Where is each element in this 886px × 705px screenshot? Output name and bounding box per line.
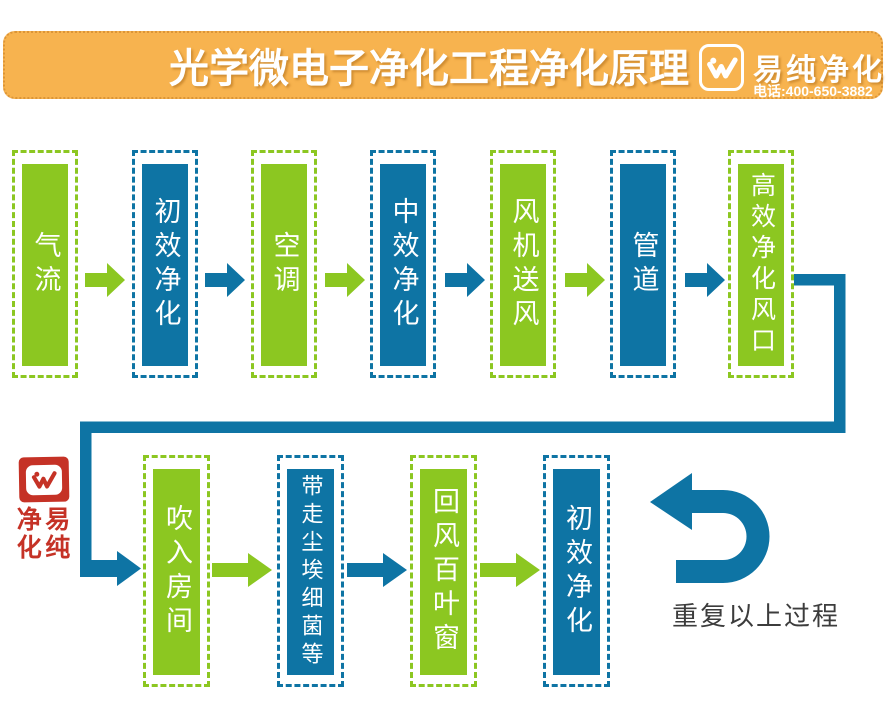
flow-arrow-icon (565, 263, 605, 297)
flow-step-fill: 初效净化 (142, 164, 188, 366)
flow-step-1-4: 中效净化 (370, 150, 436, 378)
flow-step-label: 管道 (628, 231, 659, 299)
flow-step-label: 高效净化风口 (747, 172, 776, 358)
flow-step-2-3: 回风百叶窗 (410, 455, 477, 687)
flow-step-fill: 管道 (620, 164, 666, 366)
flow-step-1-7: 高效净化风口 (728, 150, 794, 378)
seal-character: 化 (16, 533, 42, 562)
page-title: 光学微电子净化工程净化原理 (169, 47, 689, 91)
header-banner: 光学微电子净化工程净化原理 易纯净化 电话:400-650-3882 (3, 31, 883, 99)
company-seal: 净 易 化 纯 (15, 456, 72, 563)
connector-arrowhead-icon (117, 551, 141, 586)
flow-step-fill: 带走尘埃细菌等 (287, 469, 334, 675)
flow-arrow-icon (685, 263, 725, 297)
flow-step-label: 吹入房间 (162, 504, 192, 640)
flow-step-fill: 气流 (22, 164, 68, 366)
flow-step-1-6: 管道 (610, 150, 676, 378)
repeat-note: 重复以上过程 (672, 601, 841, 631)
flow-step-1-5: 风机送风 (490, 150, 556, 378)
brand-name: 易纯净化 (753, 54, 885, 87)
seal-characters: 净 易 化 纯 (15, 506, 72, 562)
flow-arrow-icon (212, 553, 272, 587)
w-check-logo-icon (31, 470, 57, 489)
flow-step-1-2: 初效净化 (132, 150, 198, 378)
seal-character: 纯 (45, 533, 71, 562)
flow-arrow-icon (347, 553, 407, 587)
seal-logo-frame (25, 464, 62, 495)
flow-step-fill: 高效净化风口 (738, 164, 784, 366)
flow-step-fill: 空调 (261, 164, 307, 366)
w-check-logo-icon (706, 56, 738, 79)
phone-number: 电话:400-650-3882 (753, 83, 873, 99)
flow-step-1-1: 气流 (12, 150, 78, 378)
flow-step-label: 气流 (30, 231, 61, 299)
flow-arrow-icon (85, 263, 125, 297)
flow-step-label: 初效净化 (562, 504, 592, 640)
flow-step-fill: 回风百叶窗 (420, 469, 467, 675)
brand-logo-icon (699, 44, 744, 91)
repeat-loop-arrow-icon (650, 473, 770, 583)
seal-logo-block (18, 456, 69, 503)
flow-step-1-3: 空调 (251, 150, 317, 378)
flow-step-2-4: 初效净化 (543, 455, 610, 687)
flow-arrow-icon (205, 263, 245, 297)
flow-step-label: 回风百叶窗 (429, 487, 459, 657)
flow-step-label: 带走尘埃细菌等 (298, 474, 324, 670)
seal-character: 净 (16, 505, 42, 534)
flow-step-fill: 风机送风 (500, 164, 546, 366)
flow-step-label: 空调 (269, 231, 300, 299)
flow-step-label: 风机送风 (508, 197, 539, 333)
flow-step-fill: 中效净化 (380, 164, 426, 366)
flow-step-fill: 吹入房间 (153, 469, 200, 675)
flow-arrow-icon (480, 553, 540, 587)
seal-character: 易 (45, 505, 71, 534)
flow-arrow-icon (445, 263, 485, 297)
flow-arrow-icon (325, 263, 365, 297)
flow-step-label: 中效净化 (388, 197, 419, 333)
flow-step-fill: 初效净化 (553, 469, 600, 675)
flow-step-label: 初效净化 (150, 197, 181, 333)
flow-step-2-2: 带走尘埃细菌等 (277, 455, 344, 687)
flow-step-2-1: 吹入房间 (143, 455, 210, 687)
